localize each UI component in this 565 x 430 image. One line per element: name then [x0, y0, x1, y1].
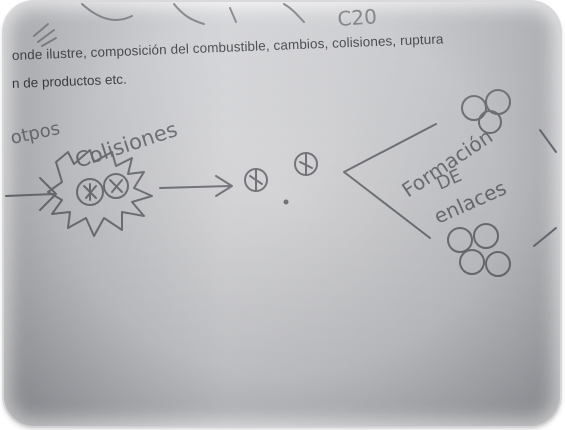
collisions-label: Colisiones — [72, 117, 180, 173]
middle-arrow — [159, 175, 233, 197]
branch-bracket — [343, 123, 437, 239]
top-arc-left — [81, 3, 133, 21]
particle-b-mark — [109, 179, 123, 193]
product-bottom-2 — [473, 223, 499, 249]
top-stroke-2 — [229, 7, 237, 23]
dot-mark — [283, 199, 289, 205]
fragment-right-split — [299, 153, 313, 175]
particle-a — [76, 178, 104, 206]
product-top-1 — [461, 95, 487, 121]
top-stroke-1 — [173, 3, 205, 25]
collision-burst — [47, 149, 153, 237]
product-top-3 — [478, 110, 502, 134]
notebook-photo: C20 otpos Colisiones Formación DE enlace… — [4, 2, 560, 426]
left-arrow — [5, 177, 57, 211]
fragment-left-split — [249, 169, 263, 191]
top-stroke-3 — [283, 3, 305, 23]
top-left-scribble — [33, 23, 57, 47]
particle-b — [103, 173, 129, 199]
product-bottom-4 — [485, 251, 511, 277]
right-brace — [533, 129, 557, 247]
particle-a-mark — [83, 183, 97, 201]
product-bottom-1 — [447, 227, 473, 253]
left-word-label: otpos — [9, 118, 62, 149]
product-bottom-3 — [459, 249, 485, 275]
pencil-drawing: C20 otpos Colisiones Formación DE enlace… — [5, 3, 557, 277]
top-fragment-label: C20 — [337, 4, 378, 31]
